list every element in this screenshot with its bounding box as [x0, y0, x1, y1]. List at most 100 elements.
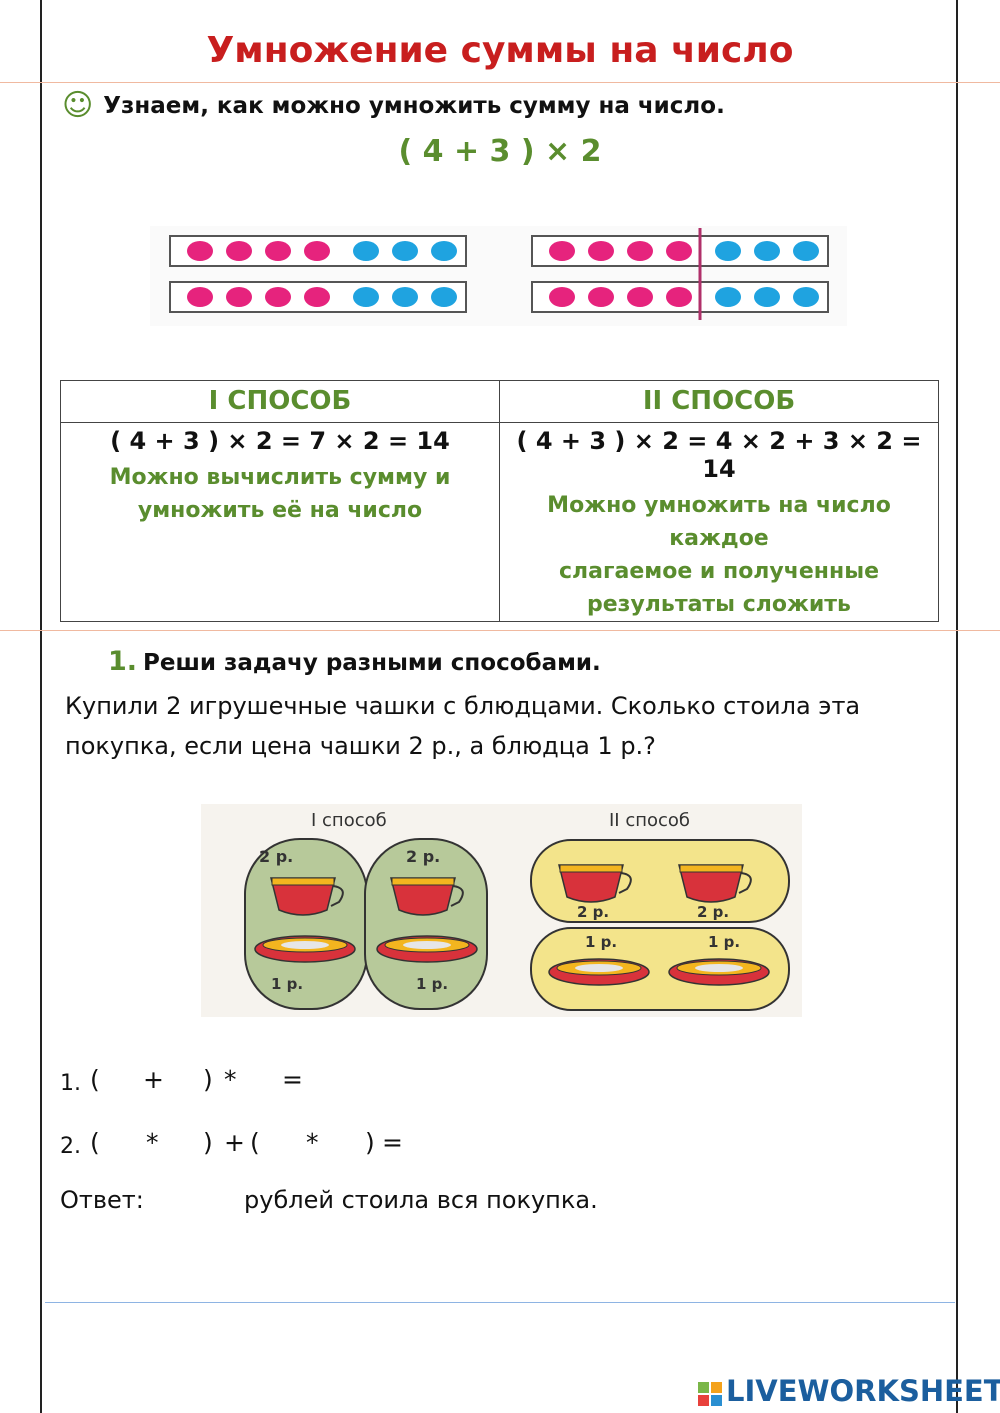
method-1-header: I СПОСОБ: [60, 380, 500, 423]
blue-dot: [353, 287, 379, 307]
method-2-cell: ( 4 + 3 ) × 2 = 4 × 2 + 3 × 2 = 14 Можно…: [499, 422, 939, 622]
line-2-token: (: [250, 1128, 260, 1157]
task-heading: 1.Реши задачу разными способами.: [108, 646, 601, 677]
blue-dot: [431, 241, 457, 261]
line-1-token: *: [224, 1065, 237, 1094]
red-dot: [588, 241, 614, 261]
blue-dot: [392, 241, 418, 261]
saucer-center: [281, 941, 329, 949]
line-2-token: +: [224, 1128, 245, 1157]
smiley-icon: ☺: [62, 88, 94, 123]
divider-bottom: [45, 1302, 955, 1303]
line-1-token: =: [282, 1065, 303, 1094]
blue-dot: [353, 241, 379, 261]
blue-dot: [715, 287, 741, 307]
red-dot: [549, 241, 575, 261]
red-dot: [666, 287, 692, 307]
watermark-text: LIVEWORKSHEETS: [726, 1374, 1000, 1408]
blue-dot: [793, 241, 819, 261]
task-heading-text: Реши задачу разными способами.: [143, 650, 601, 676]
page-title: Умножение суммы на число: [206, 30, 794, 71]
red-dot: [627, 287, 653, 307]
price-saucer-3: 1 р.: [585, 933, 617, 951]
line-2-token: *: [306, 1128, 319, 1157]
line-2-token: ): [203, 1128, 213, 1157]
price-cup-3: 2 р.: [577, 903, 609, 921]
saucer-center: [403, 941, 451, 949]
price-saucer-4: 1 р.: [708, 933, 740, 951]
method-2-note-line: результаты сложить: [587, 592, 851, 617]
red-dot: [627, 241, 653, 261]
method-1-note-line: умножить её на число: [137, 498, 423, 523]
liveworksheets-logo-icon: [698, 1379, 722, 1406]
answer-line: Ответ: рублей стоила вся покупка.: [60, 1186, 598, 1214]
red-dot: [187, 241, 213, 261]
intro-line: ☺ Узнаем, как можно умножить сумму на чи…: [62, 88, 725, 123]
price-cup-2: 2 р.: [406, 847, 440, 866]
methods-table: I СПОСОБ II СПОСОБ ( 4 + 3 ) × 2 = 7 × 2…: [60, 380, 939, 622]
divider-middle: [0, 630, 1000, 631]
cups-saucers-picture: I способ II способ 2 р. 2 р. 1 р. 1 р. 2…: [201, 804, 802, 1017]
red-dot: [549, 287, 575, 307]
red-dot: [187, 287, 213, 307]
picture-label-1: I способ: [311, 810, 387, 831]
method-2-note-line: Можно умножить на число каждое: [547, 493, 891, 551]
blue-dot: [392, 287, 418, 307]
cup-handle: [450, 885, 464, 907]
price-saucer-2: 1 р.: [416, 975, 448, 993]
line-2-number: 2.: [60, 1134, 81, 1159]
blue-dot: [431, 287, 457, 307]
blue-dot: [754, 287, 780, 307]
cup-icon: [270, 877, 336, 916]
right-margin-line: [956, 0, 958, 1413]
line-2-token: *: [146, 1128, 159, 1157]
red-dot: [304, 287, 330, 307]
line-1-token: +: [143, 1065, 164, 1094]
picture-label-2: II способ: [609, 810, 690, 831]
main-expression: ( 4 + 3 ) × 2: [398, 134, 602, 169]
line-2-token: =: [382, 1128, 403, 1157]
dot-model-picture: [150, 226, 847, 326]
method-2-formula: ( 4 + 3 ) × 2 = 4 × 2 + 3 × 2 = 14: [516, 427, 922, 483]
divider-top: [0, 82, 1000, 83]
task-text: Купили 2 игрушечные чашки с блюдцами. Ск…: [65, 692, 861, 760]
price-cup-4: 2 р.: [697, 903, 729, 921]
red-dot: [226, 241, 252, 261]
method-1-note-line: Можно вычислить сумму и: [109, 465, 451, 490]
cup-icon: [390, 877, 456, 916]
red-dot: [666, 241, 692, 261]
cup-icon: [558, 864, 624, 903]
red-dot: [265, 287, 291, 307]
cup-rim: [271, 877, 335, 886]
answer-label: Ответ:: [60, 1186, 144, 1214]
method-1-cell: ( 4 + 3 ) × 2 = 7 × 2 = 14 Можно вычисли…: [60, 422, 500, 622]
red-dot: [588, 287, 614, 307]
method-2-header: II СПОСОБ: [499, 380, 939, 423]
red-dot: [265, 241, 291, 261]
intro-text: Узнаем, как можно умножить сумму на числ…: [103, 92, 725, 119]
cup-icon: [678, 864, 744, 903]
left-margin-line: [40, 0, 42, 1413]
line-1-number: 1.: [60, 1071, 81, 1096]
method-1-formula: ( 4 + 3 ) × 2 = 7 × 2 = 14: [110, 427, 450, 455]
red-dot: [304, 241, 330, 261]
cup-handle: [618, 872, 632, 894]
blue-dot: [754, 241, 780, 261]
line-2-token: (: [90, 1128, 100, 1157]
line-1-token: (: [90, 1065, 100, 1094]
blue-dot: [793, 287, 819, 307]
cup-rim: [391, 877, 455, 886]
line-1-token: ): [203, 1065, 213, 1094]
method-2-note: Можно умножить на число каждое слагаемое…: [500, 489, 938, 621]
price-saucer-1: 1 р.: [271, 975, 303, 993]
red-dot: [226, 287, 252, 307]
price-cup-1: 2 р.: [259, 847, 293, 866]
saucer-center: [575, 964, 623, 972]
cup-handle: [738, 872, 752, 894]
line-2-token: ): [365, 1128, 375, 1157]
liveworksheets-watermark: LIVEWORKSHEETS: [698, 1374, 1000, 1408]
cup-rim: [559, 864, 623, 873]
task-number: 1.: [108, 646, 138, 677]
cup-rim: [679, 864, 743, 873]
method-2-note-line: слагаемое и полученные: [558, 559, 880, 584]
